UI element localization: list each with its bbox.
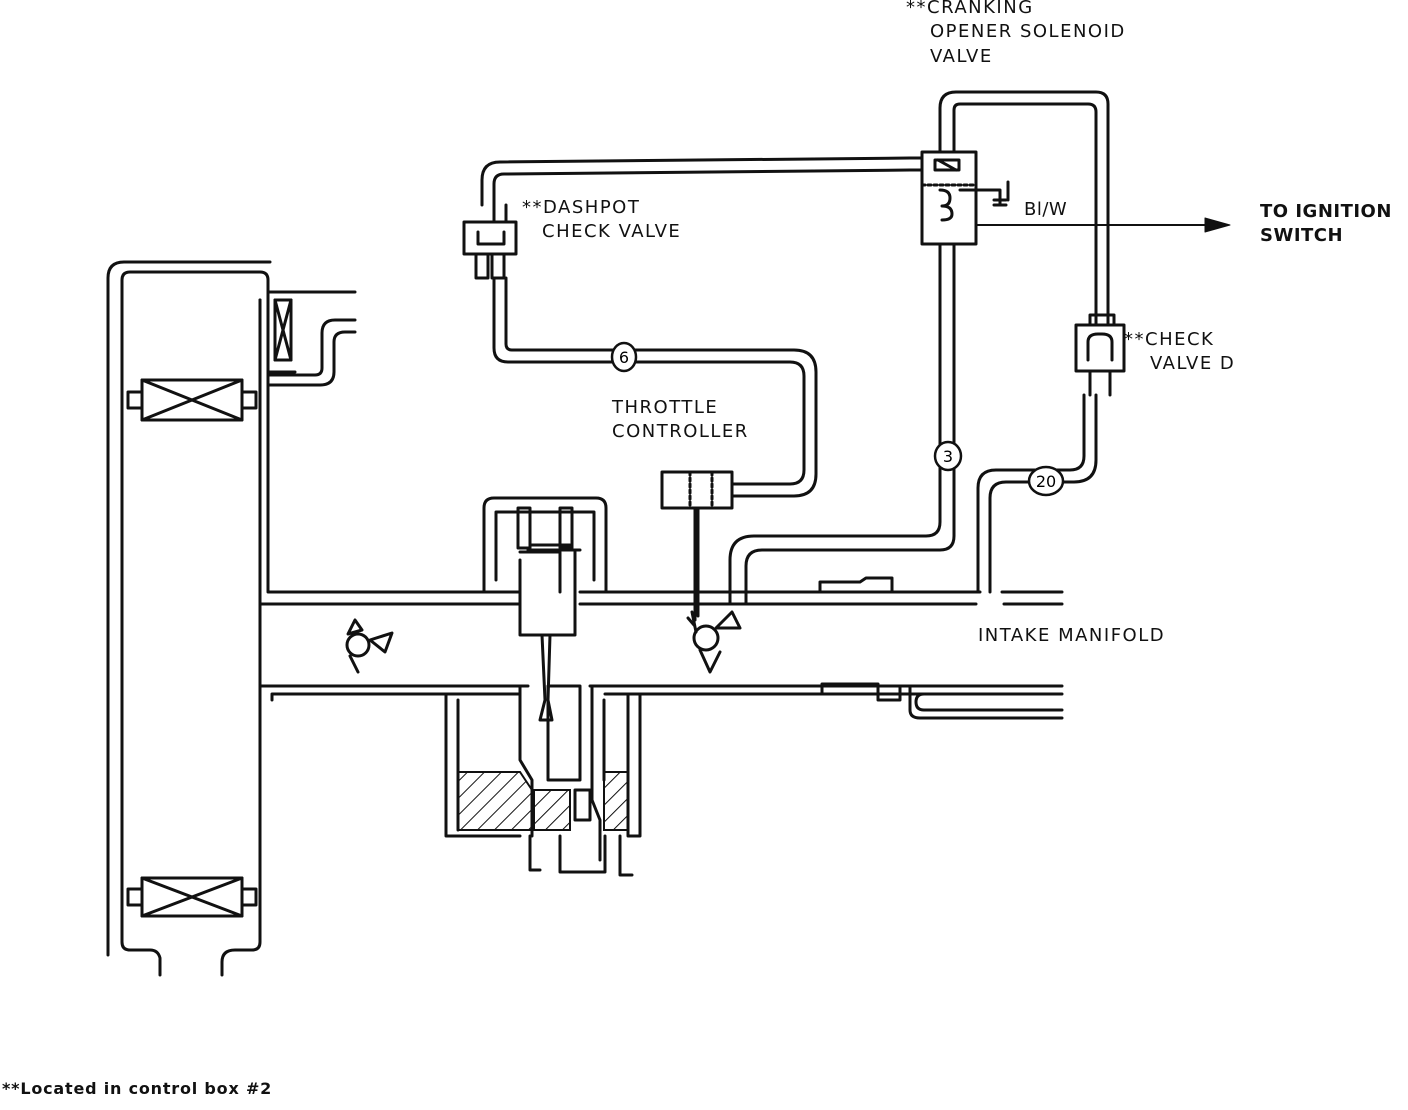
ignition-switch-label-line: SWITCH [1260, 225, 1344, 247]
vacuum-hose-6 [492, 288, 818, 498]
cranking-valve-label: **CRANKING OPENER SOLENOID VALVE [906, 0, 1126, 69]
air-filter-element [273, 298, 293, 362]
fuel-level-hatch [457, 771, 629, 831]
throttle-controller-label: THROTTLE CONTROLLER [612, 396, 749, 445]
vacuum-piston-chamber [482, 496, 608, 722]
carburetor-body [258, 576, 1064, 720]
throttle-valve [686, 610, 742, 674]
cranking-valve-label-line: VALVE [930, 45, 993, 67]
ignition-switch-label: TO IGNITION SWITCH [1260, 200, 1392, 249]
throttle-controller-label-line: CONTROLLER [612, 421, 749, 443]
cranking-valve-label-line: OPENER SOLENOID [930, 21, 1126, 43]
dashpot-check-valve [462, 203, 518, 292]
cranking-valve-label-line: **CRANKING [906, 0, 1034, 18]
air-cleaner-element-upper [126, 378, 258, 422]
dashpot-check-valve-label-line: **DASHPOT [522, 197, 641, 218]
footnote: **Located in control box #2 [2, 1079, 273, 1098]
air-cleaner-housing [106, 260, 522, 977]
check-valve-d-label: **CHECK VALVE D [1124, 328, 1235, 377]
dashpot-check-valve-label: **DASHPOT CHECK VALVE [522, 196, 681, 245]
hose-number-3: 3 [933, 440, 963, 472]
hose-number-20-text: 20 [1036, 472, 1056, 491]
vacuum-hose-dashpot [480, 156, 912, 207]
check-valve-d [1074, 313, 1126, 397]
check-valve-d-label-line: VALVE D [1150, 353, 1236, 375]
air-cleaner-element-lower [126, 876, 258, 918]
wire-to-ignition-switch [975, 217, 1231, 233]
throttle-controller-body [660, 470, 742, 622]
intake-manifold-label: INTAKE MANIFOLD [978, 625, 1166, 646]
dashpot-check-valve-label-line: CHECK VALVE [542, 221, 682, 243]
cranking-opener-solenoid-valve [908, 90, 1110, 327]
hose-number-20: 20 [1027, 465, 1065, 497]
ignition-switch-label-line: TO IGNITION [1260, 201, 1392, 222]
hose-number-6-text: 6 [619, 348, 629, 367]
throttle-controller-label-line: THROTTLE [612, 397, 719, 418]
check-valve-d-label-line: **CHECK [1124, 329, 1215, 350]
choke-valve [345, 618, 394, 674]
hose-number-6: 6 [610, 341, 638, 373]
hose-number-3-text: 3 [943, 447, 953, 466]
wire-code-label: Bl/W [1024, 199, 1068, 220]
vacuum-hose-3 [728, 256, 956, 606]
